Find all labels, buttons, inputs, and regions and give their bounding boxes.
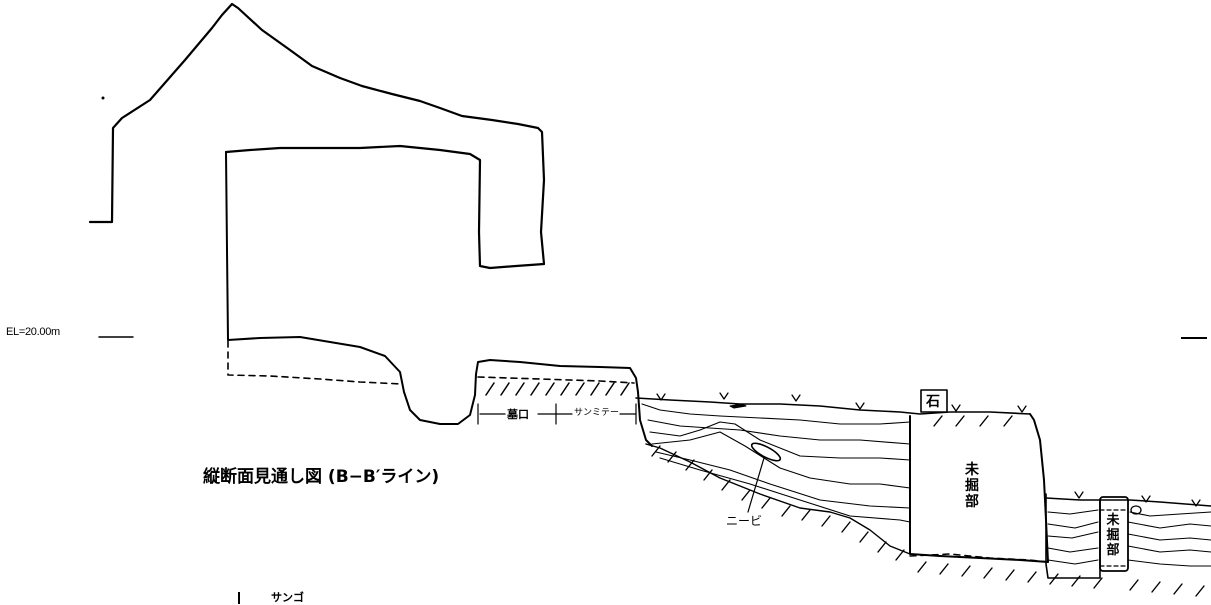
coral-legend-label: サンゴ xyxy=(271,591,304,604)
ground-hatching-upper xyxy=(485,382,630,396)
sanmite-label: サンミテー xyxy=(574,408,620,418)
tomb-mouth-label: 墓口 xyxy=(507,408,529,421)
tomb-chamber-outline xyxy=(225,151,653,447)
small-pebble xyxy=(1130,505,1142,515)
coral-legend-mark xyxy=(238,592,240,604)
chamber-floor-dashed xyxy=(227,340,403,385)
unexcavated-column xyxy=(1099,496,1129,572)
unexcavated-main-label: 未掘部 xyxy=(965,462,979,511)
diagram-title: 縦断面見通し図 (B−B′ライン) xyxy=(203,467,440,487)
nibi-leader xyxy=(747,457,765,513)
soil-layers xyxy=(641,403,911,523)
stone-label: 石 xyxy=(926,394,940,410)
right-elevation-tick xyxy=(1181,337,1207,339)
elevation-label: EL=20.00m xyxy=(6,326,60,338)
tomb-mouth-dashed xyxy=(477,376,635,384)
stone-box xyxy=(920,389,948,413)
nibi-label: ニービ xyxy=(726,514,763,528)
ground-hatching-slope xyxy=(645,443,911,561)
block-base-dashed xyxy=(909,553,1049,563)
ground-surface xyxy=(635,397,1031,415)
ground-hatching-base xyxy=(917,561,1205,597)
block-top-hatching xyxy=(933,415,1013,427)
unexcavated-small-label: 未掘部 xyxy=(1106,513,1120,558)
speck xyxy=(101,96,105,100)
surface-v-marks xyxy=(656,392,1201,507)
right-pit-surface xyxy=(1045,497,1211,507)
dark-lens xyxy=(729,403,747,409)
right-pit-layers xyxy=(1047,509,1211,567)
dimension-lines xyxy=(477,403,637,425)
tomb-outer-outline xyxy=(88,2,546,270)
nibi-lens xyxy=(750,442,782,462)
